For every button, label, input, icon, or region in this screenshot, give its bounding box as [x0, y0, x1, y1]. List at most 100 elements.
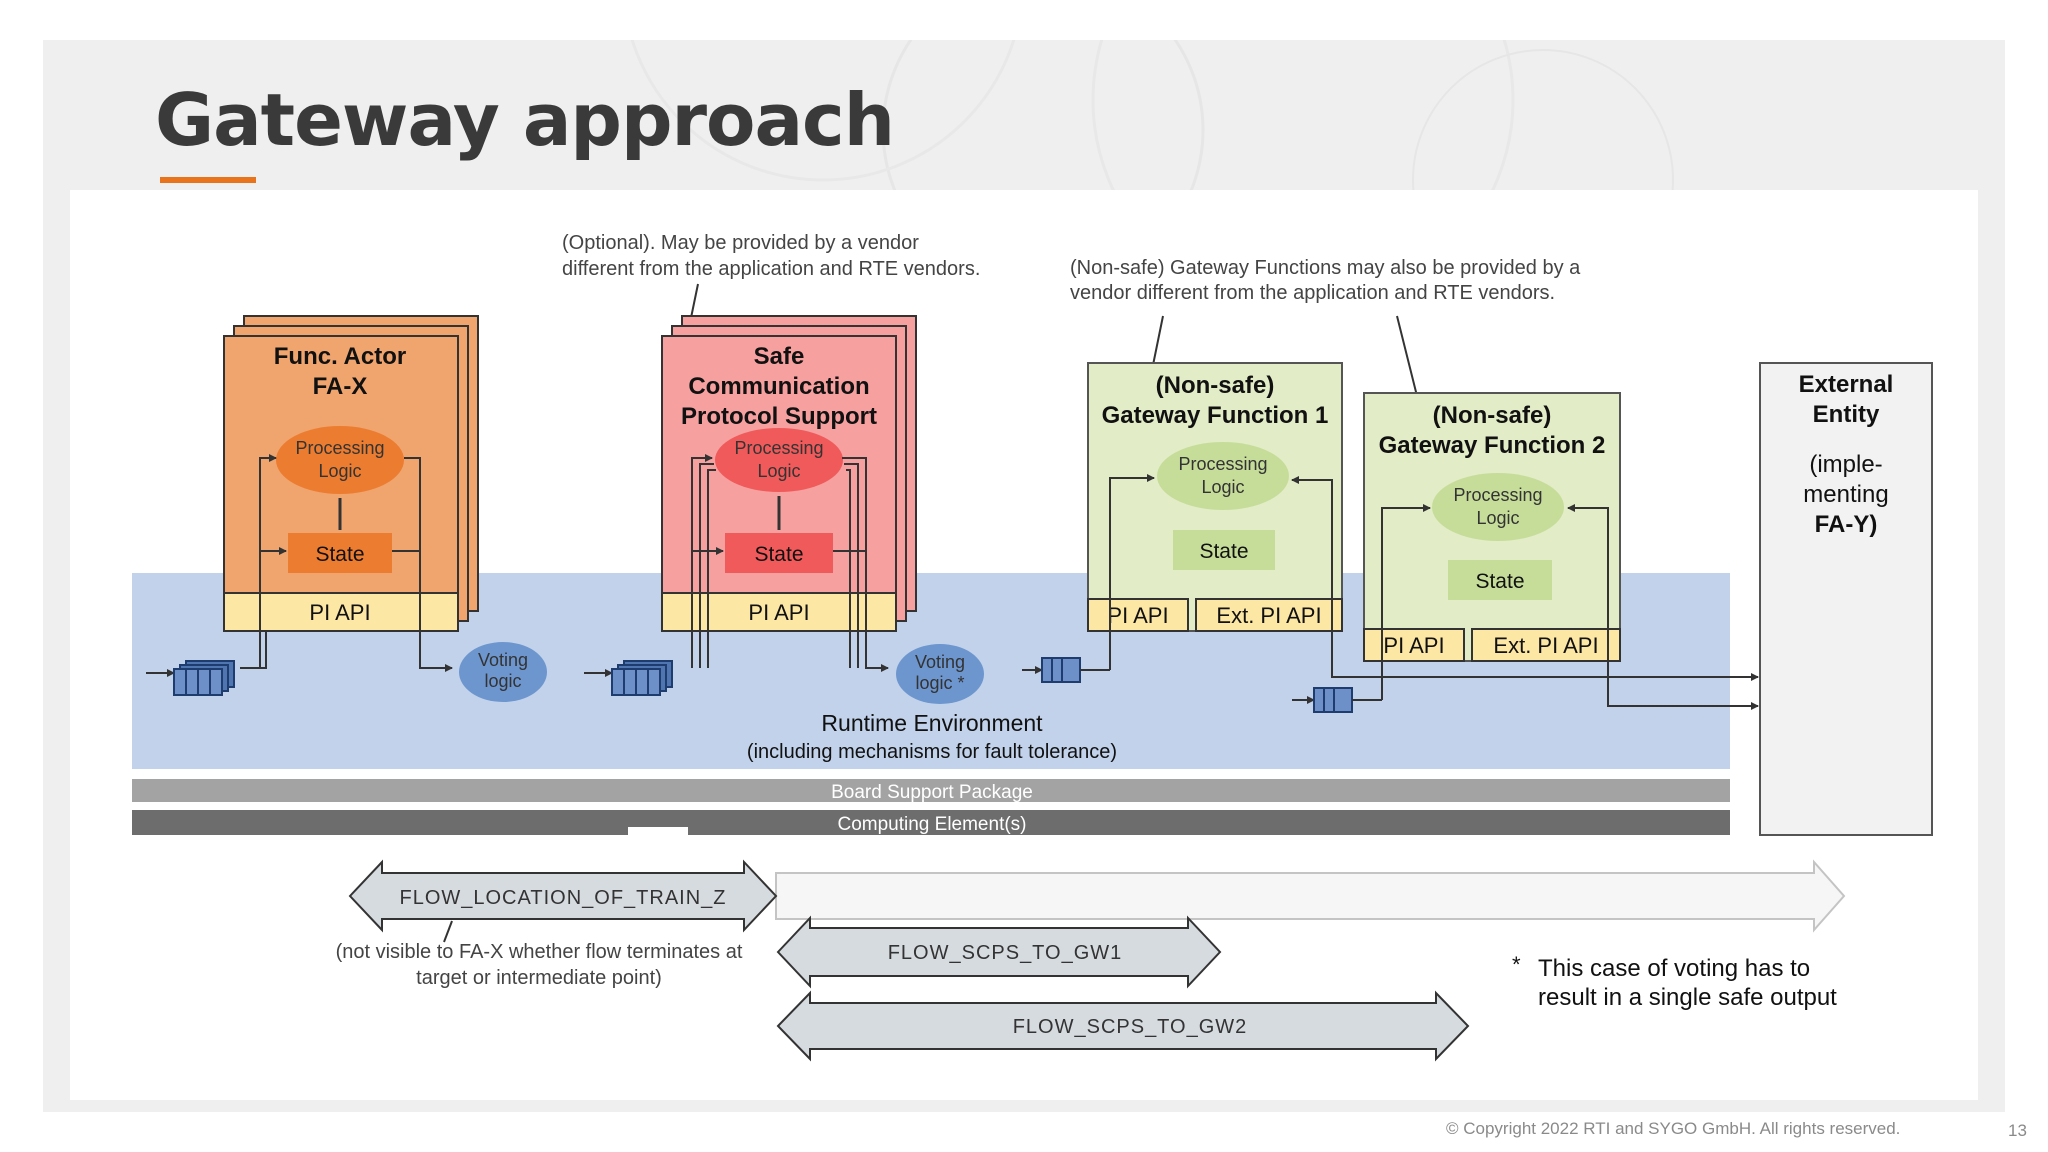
gateway1-state-label: State [1199, 540, 1248, 563]
external-entity-line2: Entity [1813, 401, 1880, 428]
board-support-package-bar [132, 779, 1730, 802]
flow-scps-to-gw1-arrow [776, 915, 1222, 989]
voting-logic-2-line2: logic * [915, 673, 964, 693]
flow-location-note-line1: (not visible to FA-X whether flow termin… [336, 941, 743, 963]
scps-input-path-b [699, 463, 714, 668]
optional-vendor-note-line2: different from the application and RTE v… [562, 258, 980, 280]
voting-logic-2-line1: Voting [915, 652, 965, 672]
gateway1-input-path [1109, 474, 1155, 670]
diagram-panel: Board Support Package Computing Element(… [70, 190, 1978, 1100]
scps-title-line3: Protocol Support [681, 403, 877, 430]
gateway2-title-line1: (Non-safe) [1433, 402, 1552, 429]
func-actor-input-path [259, 454, 277, 668]
gateway1-pi-api-label: PI API [1107, 603, 1168, 628]
gateway1-ext-api-box [1195, 598, 1343, 632]
gateway1-processing-line1: Processing [1178, 454, 1267, 474]
gateway2-processing-logic [1432, 473, 1564, 541]
copyright-notice: © Copyright 2022 RTI and SYGO GmbH. All … [1446, 1119, 1901, 1138]
gateway1-ext-output [1331, 631, 1759, 681]
board-support-package-label: Board Support Package [831, 782, 1033, 803]
runtime-environment-sublabel: (including mechanisms for fault toleranc… [747, 741, 1117, 763]
scps-processing-line1: Processing [734, 438, 823, 458]
computing-element-label: Computing Element(s) [837, 814, 1026, 835]
gateway2-ext-output [1607, 661, 1759, 710]
gateway2-pi-api-box [1363, 628, 1465, 662]
flow-location-extension-arrow [775, 859, 1846, 933]
scps-pi-api-label: PI API [748, 600, 809, 625]
func-actor-queue-link [240, 631, 267, 669]
gateway1-output-path [1291, 476, 1333, 631]
gateway-vendor-note-line1: (Non-safe) Gateway Functions may also be… [1070, 257, 1581, 279]
func-actor-title-line1: Func. Actor [274, 343, 406, 370]
flow-scps-to-gw2-arrow [776, 990, 1470, 1062]
gateway1-title-line2: Gateway Function 1 [1102, 402, 1329, 429]
gateway2-ext-api-box [1471, 628, 1621, 662]
func-actor-pi-api-label: PI API [309, 600, 370, 625]
flow-location-note-line2: target or intermediate point) [416, 967, 662, 989]
page-title: Gateway approach [155, 78, 895, 162]
voting-logic-1-line1: Voting [478, 650, 528, 670]
gateway2-processing-line2: Logic [1476, 508, 1519, 528]
footnote-star: * [1512, 952, 1521, 977]
external-entity-line5: FA-Y) [1815, 511, 1878, 538]
func-actor-processing-line1: Processing [295, 438, 384, 458]
gateway1-title-line1: (Non-safe) [1156, 372, 1275, 399]
footnote-line1: This case of voting has to [1538, 955, 1810, 982]
page-number: 13 [2008, 1121, 2027, 1140]
scps-output-path-a [842, 457, 889, 672]
external-entity-line1: External [1799, 371, 1894, 398]
func-actor-processing-logic [276, 426, 404, 494]
flow-location-arrow [348, 859, 778, 933]
runtime-environment-label: Runtime Environment [821, 710, 1043, 736]
external-entity-box [1759, 362, 1933, 836]
gateway1-state-box [1173, 530, 1275, 570]
gateway2-ext-api-label: Ext. PI API [1493, 633, 1598, 658]
gateway1-processing-logic [1157, 442, 1289, 510]
computing-element-bar [132, 810, 1730, 835]
gateway1-note-pointer [1151, 315, 1164, 371]
scps-output-path-b [844, 463, 859, 668]
scps-state-box [725, 533, 833, 573]
gateway2-title-line2: Gateway Function 2 [1379, 432, 1606, 459]
external-entity-line4: menting [1803, 481, 1888, 508]
title-accent-bar [160, 177, 256, 183]
voting-logic-1-line2: logic [484, 671, 521, 691]
gateway2-note-pointer [1396, 315, 1419, 401]
func-actor-output-path [404, 457, 453, 672]
func-actor-state-box [288, 533, 392, 573]
gateway2-pi-api-label: PI API [1383, 633, 1444, 658]
footnote-line2: result in a single safe output [1538, 984, 1837, 1011]
external-entity-line3: (imple- [1809, 451, 1882, 478]
computing-element-gap [628, 827, 688, 835]
optional-vendor-note-line1: (Optional). May be provided by a vendor [562, 232, 919, 254]
flow-location-note-pointer [443, 920, 453, 943]
gateway-vendor-note-line2: vendor different from the application an… [1070, 282, 1555, 304]
gateway-diagram: Board Support Package Computing Element(… [132, 232, 1933, 1062]
func-actor-state-label: State [315, 543, 364, 566]
gateway2-input-path [1381, 504, 1431, 700]
gateway2-state-box [1448, 560, 1552, 600]
gateway1-input-queue [1022, 657, 1110, 683]
scps-input-queue [584, 660, 673, 696]
func-actor-title-line2: FA-X [313, 373, 368, 400]
scps-title-line2: Communication [688, 373, 869, 400]
scps-title-line1: Safe [754, 343, 805, 370]
gateway2-input-queue [1292, 687, 1382, 713]
func-actor-input-queue [146, 660, 235, 696]
gateway1-processing-line2: Logic [1201, 477, 1244, 497]
gateway2-output-path [1567, 504, 1609, 661]
scps-input-path-c [707, 469, 716, 668]
voting-logic-1 [459, 642, 547, 702]
scps-state-label: State [754, 543, 803, 566]
scps-output-path-c [846, 469, 851, 668]
gateway2-state-label: State [1475, 570, 1524, 593]
flow-scps-to-gw2-label: FLOW_SCPS_TO_GW2 [1013, 1016, 1248, 1038]
gateway1-ext-api-label: Ext. PI API [1216, 603, 1321, 628]
scps-processing-line2: Logic [757, 461, 800, 481]
gateway1-pi-api-box [1087, 598, 1189, 632]
flow-location-label: FLOW_LOCATION_OF_TRAIN_Z [399, 887, 726, 909]
voting-logic-2 [896, 644, 984, 704]
func-actor-processing-line2: Logic [318, 461, 361, 481]
scps-input-path-a [691, 454, 713, 668]
gateway2-processing-line1: Processing [1453, 485, 1542, 505]
